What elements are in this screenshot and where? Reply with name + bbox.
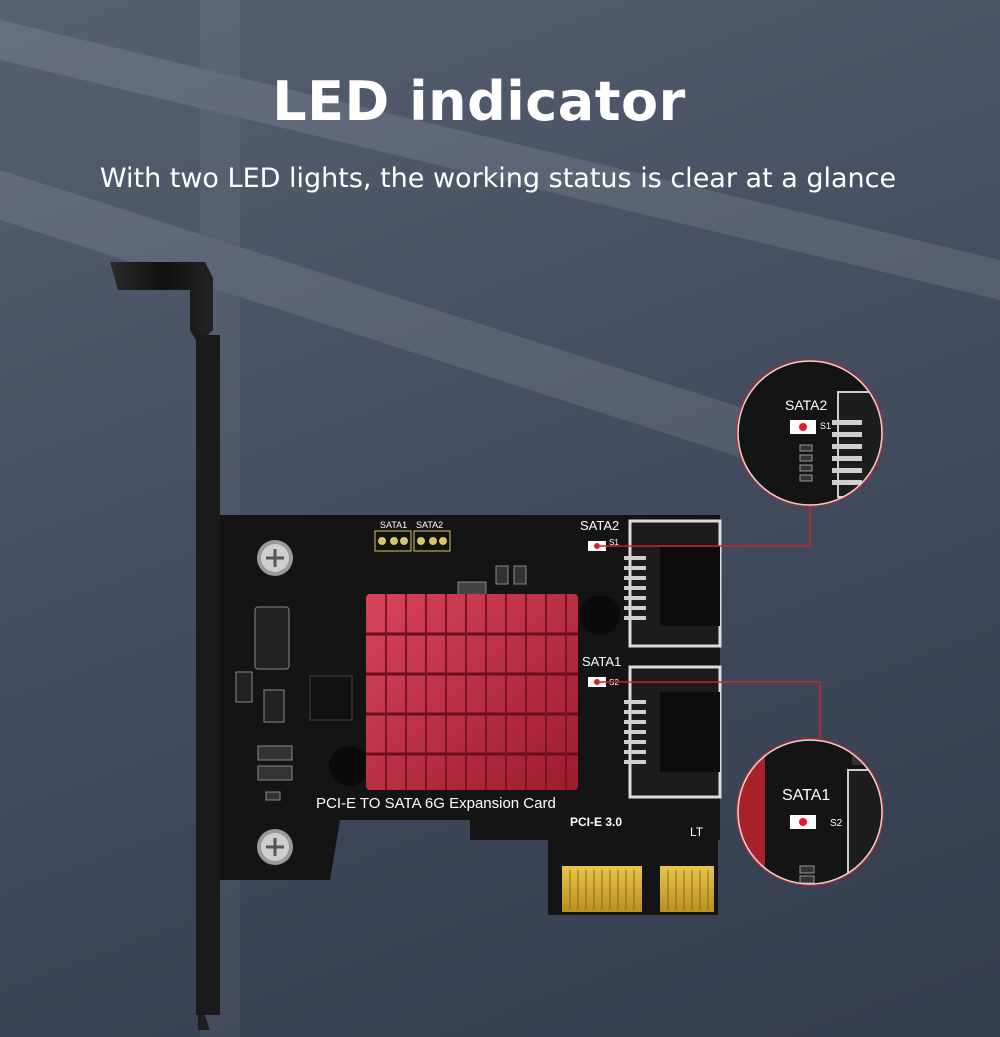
header-label-sata1: SATA1: [380, 520, 407, 530]
screw: [257, 829, 293, 865]
page-title: LED indicator: [272, 70, 686, 133]
zoom-circle-sata1: SATA1 S2: [736, 738, 884, 886]
zoom-top-led-label: S1: [820, 421, 831, 431]
header-pins: [378, 537, 447, 545]
zoom-bottom-label: SATA1: [782, 787, 830, 804]
zoom-top-label: SATA2: [785, 397, 827, 413]
heatsink: [366, 594, 578, 790]
card-marking: LT: [690, 825, 704, 839]
interface-label: PCI-E 3.0: [570, 815, 622, 829]
sata-port-1: [624, 665, 722, 799]
led-label-s1: S1: [609, 538, 619, 547]
header-label-sata2: SATA2: [416, 520, 443, 530]
smd-components: [235, 530, 527, 801]
port-label-sata1: SATA1: [582, 654, 621, 669]
zoom-bottom-led-label: S2: [830, 818, 843, 829]
page-subtitle: With two LED lights, the working status …: [0, 163, 996, 194]
gold-contacts: [562, 866, 714, 912]
pcb-board: SATA1 SATA2 SATA2 SATA1 S1 S2 PCI-E TO S…: [220, 515, 722, 915]
card-label: PCI-E TO SATA 6G Expansion Card: [316, 795, 556, 812]
sata-port-2: [624, 519, 722, 648]
capacitor: [329, 746, 369, 786]
led-s2-light: [594, 679, 600, 685]
mounting-bracket: [110, 262, 220, 1030]
screw: [257, 540, 293, 576]
capacitor: [580, 595, 620, 635]
zoom-circle-sata2: SATA2 S1: [736, 359, 884, 507]
port-label-sata2: SATA2: [580, 518, 619, 533]
callout-lines: [600, 504, 821, 741]
led-s1-light: [594, 543, 600, 549]
